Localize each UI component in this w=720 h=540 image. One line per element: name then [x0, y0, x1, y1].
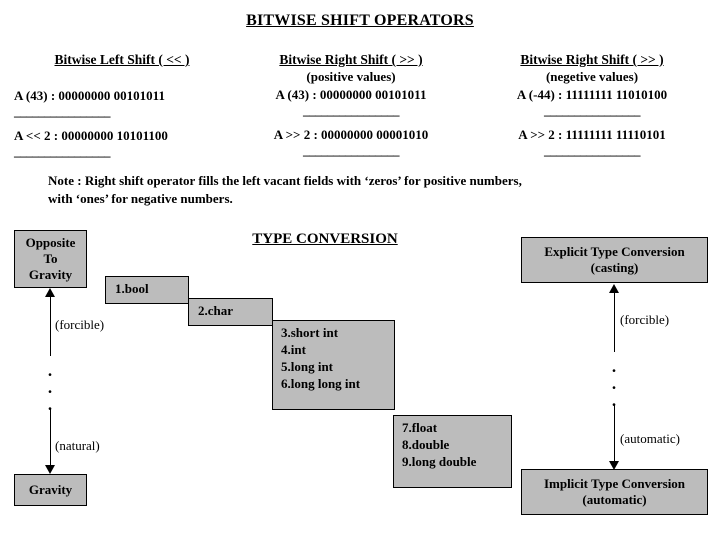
divider-top: ––––––––––––––––	[14, 110, 111, 122]
type-item: 6.long long int	[281, 375, 361, 391]
arrow-down-stem-right	[614, 404, 615, 462]
type-item: 3.short int	[281, 325, 339, 340]
box-implicit-type-conversion: Implicit Type Conversion (automatic)	[521, 469, 708, 515]
box-line-1: Explicit Type Conversion	[544, 244, 685, 260]
type-item: 9.long double	[402, 453, 477, 469]
column-heading: Bitwise Right Shift ( >> )	[520, 52, 664, 67]
divider-top: ––––––––––––––––	[544, 109, 641, 121]
staircase-box-floats: 7.float 8.double 9.long double	[393, 415, 512, 488]
arrow-down-head-left	[45, 465, 55, 474]
dot-2: .	[47, 378, 53, 397]
result-value-line: A << 2 : 00000000 10101100	[14, 127, 168, 143]
shift-column-right: Bitwise Right Shift ( >> ) (negetive val…	[470, 52, 714, 160]
column-heading: Bitwise Left Shift ( << )	[54, 52, 190, 67]
staircase-box-bool: 1.bool	[105, 276, 189, 304]
type-item: 1.bool	[115, 281, 149, 296]
dot-3: .	[611, 391, 617, 410]
note-line-1: Note : Right shift operator fills the le…	[48, 173, 522, 188]
column-heading: Bitwise Right Shift ( >> )	[279, 52, 423, 67]
column-subheading: (negetive values)	[545, 69, 639, 84]
arrow-up-stem-right	[614, 292, 615, 352]
label-forcible-left: (forcible)	[55, 317, 105, 332]
divider-top: ––––––––––––––––	[303, 109, 400, 121]
note-block: Note : Right shift operator fills the le…	[48, 172, 688, 207]
box-line-1: Gravity	[28, 482, 73, 498]
box-opposite-to-gravity: Opposite To Gravity	[14, 230, 87, 288]
arrow-up-stem-left	[50, 296, 51, 356]
shift-column-left: Bitwise Left Shift ( << ) A (43) : 00000…	[8, 52, 236, 161]
input-value-line: A (43) : 00000000 00101011	[275, 87, 427, 102]
input-value-line: A (-44) : 11111111 11010100	[516, 87, 668, 102]
shift-column-middle: Bitwise Right Shift ( >> ) (positive val…	[236, 52, 466, 160]
box-explicit-type-conversion: Explicit Type Conversion (casting)	[521, 237, 708, 283]
label-natural-left: (natural)	[55, 438, 100, 453]
input-value-line: A (43) : 00000000 00101011	[14, 88, 165, 103]
type-item: 8.double	[402, 436, 450, 452]
arrow-down-head-right	[609, 461, 619, 470]
divider-bottom: ––––––––––––––––	[303, 148, 400, 161]
dot-3: .	[47, 395, 53, 414]
result-value-line: A >> 2 : 11111111 11110101	[518, 126, 666, 142]
arrow-up-head-left	[45, 288, 55, 297]
vertical-dots-right: . . .	[609, 358, 619, 409]
box-line-1: Opposite	[25, 235, 76, 251]
divider-bottom: ––––––––––––––––	[14, 149, 111, 162]
box-line-1: Implicit Type Conversion	[543, 476, 686, 492]
box-line-2: (automatic)	[582, 492, 647, 507]
vertical-dots-left: . . .	[45, 362, 55, 413]
dot-1: .	[47, 361, 53, 380]
type-conversion-title: TYPE CONVERSION	[252, 231, 398, 247]
page-title: BITWISE SHIFT OPERATORS	[246, 12, 474, 29]
box-line-2: (casting)	[590, 260, 639, 275]
box-gravity: Gravity	[14, 474, 87, 506]
arrow-down-stem-left	[50, 408, 51, 466]
column-subheading: (positive values)	[306, 69, 396, 84]
divider-bottom: ––––––––––––––––	[544, 148, 641, 161]
note-line-2: with ‘ones’ for negative numbers.	[48, 190, 233, 206]
type-item: 5.long int	[281, 358, 334, 374]
staircase-box-integers: 3.short int 4.int 5.long int 6.long long…	[272, 320, 395, 410]
dot-2: .	[611, 374, 617, 393]
staircase-box-char: 2.char	[188, 298, 273, 326]
label-automatic-right: (automatic)	[620, 431, 680, 446]
box-line-3: Gravity	[28, 266, 73, 282]
result-value-line: A >> 2 : 00000000 00001010	[273, 126, 429, 142]
type-item: 7.float	[402, 420, 438, 435]
box-line-2: To	[43, 251, 58, 267]
dot-1: .	[611, 357, 617, 376]
arrow-up-head-right	[609, 284, 619, 293]
label-forcible-right: (forcible)	[620, 312, 670, 327]
type-item: 4.int	[281, 341, 306, 357]
type-item: 2.char	[198, 303, 234, 318]
